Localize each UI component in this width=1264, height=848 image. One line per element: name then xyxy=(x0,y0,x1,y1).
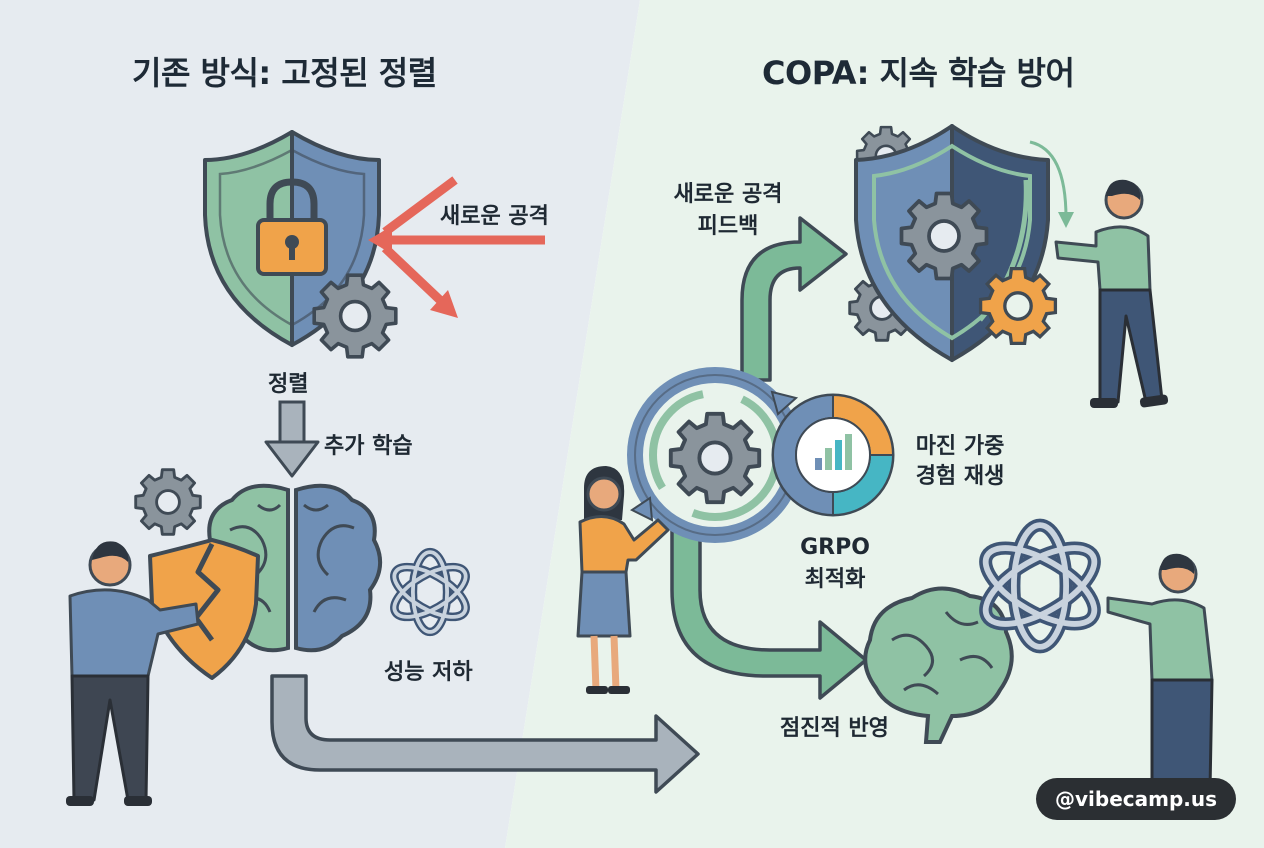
left-background xyxy=(0,0,640,848)
attack-feedback-line2: 피드백 xyxy=(697,214,759,239)
person-icon xyxy=(66,541,200,806)
shield-icon xyxy=(203,130,381,347)
grpo-line1: GRPO xyxy=(800,535,870,560)
person-icon xyxy=(576,466,670,694)
watermark-badge: @vibecamp.us xyxy=(1036,778,1236,820)
lock-icon xyxy=(256,178,328,276)
person-icon xyxy=(1054,179,1169,408)
gear-icon xyxy=(134,468,202,536)
performance-drop-label: 성능 저하 xyxy=(384,660,473,685)
margin-replay-line1: 마진 가중 xyxy=(915,434,1005,459)
attack-feedback-line1: 새로운 공격 xyxy=(673,182,783,207)
reflection-arrow xyxy=(670,528,868,700)
gradual-reflection-label: 점진적 반영 xyxy=(780,716,889,741)
gear-icon xyxy=(899,191,989,281)
feedback-arrow xyxy=(740,216,848,382)
attack-feedback-label: 새로운 공격 피드백 xyxy=(660,176,796,240)
alignment-label: 정렬 xyxy=(268,372,309,397)
margin-replay-label: 마진 가중 경험 재생 xyxy=(898,432,1022,492)
person-icon xyxy=(1106,553,1214,792)
attack-arrows xyxy=(368,176,545,318)
donut-chart-icon xyxy=(771,393,895,517)
grpo-line2: 최적화 xyxy=(804,567,866,592)
gear-icon xyxy=(978,266,1058,346)
transition-arrow xyxy=(270,674,700,794)
brain-icon xyxy=(863,586,1014,744)
broken-shield-icon xyxy=(148,538,260,680)
grpo-label: GRPO 최적화 xyxy=(780,532,890,596)
down-arrow xyxy=(264,400,320,478)
new-attack-label: 새로운 공격 xyxy=(440,204,549,229)
left-panel-title: 기존 방식: 고정된 정렬 xyxy=(132,54,437,92)
gear-icon xyxy=(312,273,398,359)
gear-icon xyxy=(668,411,762,505)
right-panel-title: COPA: 지속 학습 방어 xyxy=(762,54,1075,92)
extra-training-label: 추가 학습 xyxy=(324,434,413,459)
margin-replay-line2: 경험 재생 xyxy=(915,464,1005,489)
